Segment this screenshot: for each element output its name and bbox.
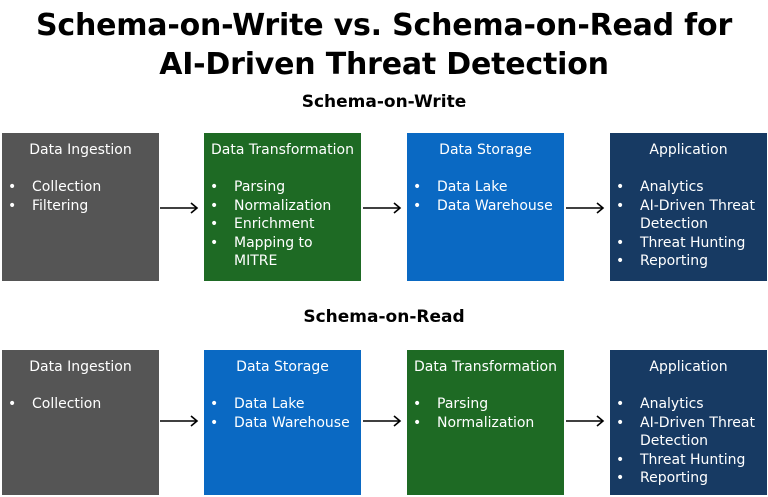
box-bullet: Data Warehouse — [204, 414, 361, 433]
diagram-title-line-2: AI-Driven Threat Detection — [159, 47, 609, 82]
row2-box-application: Application Analytics AI-Driven Threat D… — [610, 350, 767, 495]
box-bullet: Enrichment — [204, 215, 361, 234]
box-bullet: Normalization — [407, 414, 564, 433]
box-bullet: Parsing — [204, 178, 361, 197]
box-bullet: Data Warehouse — [407, 197, 564, 216]
box-bullet: Data Lake — [204, 395, 361, 414]
box-title: Application — [649, 359, 728, 375]
box-bullet: Data Lake — [407, 178, 564, 197]
row2-arrow-3 — [566, 415, 605, 427]
box-bullet: Threat Hunting — [610, 451, 767, 470]
box-bullet: AI-Driven Threat Detection — [610, 197, 767, 234]
box-title: Data Storage — [439, 142, 532, 158]
section-heading-schema-on-write: Schema-on-Write — [301, 92, 467, 112]
box-bullet: Normalization — [204, 197, 361, 216]
row2-arrow-2 — [363, 415, 402, 427]
box-bullet: Analytics — [610, 395, 767, 414]
box-bullet: Collection — [2, 178, 159, 197]
box-bullet: Mapping to MITRE — [204, 234, 361, 271]
row2-arrow-1 — [160, 415, 199, 427]
box-bullet: Parsing — [407, 395, 564, 414]
row1-box-data-storage: Data Storage Data Lake Data Warehouse — [407, 133, 564, 281]
section-heading-schema-on-read: Schema-on-Read — [303, 307, 465, 327]
row2-box-data-ingestion: Data Ingestion Collection — [2, 350, 159, 495]
box-bullet: Threat Hunting — [610, 234, 767, 253]
row1-box-data-ingestion: Data Ingestion Collection Filtering — [2, 133, 159, 281]
box-title: Data Transformation — [414, 359, 557, 375]
box-bullet: Reporting — [610, 252, 767, 271]
box-title: Data Transformation — [211, 142, 354, 158]
row1-box-data-transformation: Data Transformation Parsing Normalizatio… — [204, 133, 361, 281]
row1-arrow-2 — [363, 202, 402, 214]
row1-box-application: Application Analytics AI-Driven Threat D… — [610, 133, 767, 281]
box-bullet: Collection — [2, 395, 159, 414]
box-bullet: Filtering — [2, 197, 159, 216]
row2-box-data-transformation: Data Transformation Parsing Normalizatio… — [407, 350, 564, 495]
box-bullet: Reporting — [610, 469, 767, 488]
box-bullet: Analytics — [610, 178, 767, 197]
box-title: Data Ingestion — [29, 359, 132, 375]
box-bullet: AI-Driven Threat Detection — [610, 414, 767, 451]
box-title: Data Ingestion — [29, 142, 132, 158]
box-title: Application — [649, 142, 728, 158]
row1-arrow-3 — [566, 202, 605, 214]
diagram-title-line-1: Schema-on-Write vs. Schema-on-Read for — [35, 8, 733, 43]
row1-arrow-1 — [160, 202, 199, 214]
box-title: Data Storage — [236, 359, 329, 375]
row2-box-data-storage: Data Storage Data Lake Data Warehouse — [204, 350, 361, 495]
